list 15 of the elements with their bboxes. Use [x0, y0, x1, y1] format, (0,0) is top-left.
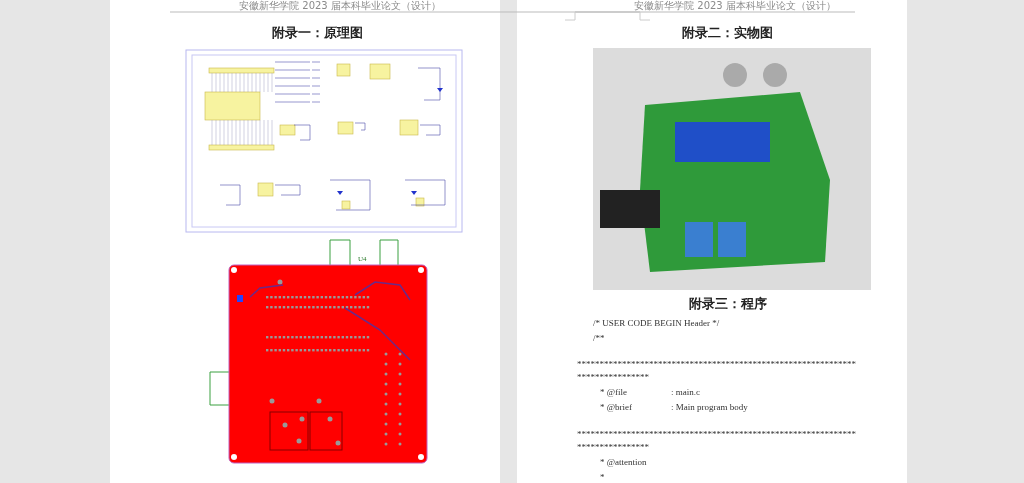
- code-line: /* USER CODE BEGIN Header */: [593, 318, 720, 328]
- code-line: /**: [593, 333, 605, 343]
- section-heading: 附录一：原理图: [271, 24, 363, 42]
- code-line: ******************************************************************************: [577, 428, 857, 454]
- code-line: * @brief: [600, 402, 633, 412]
- code-line: * @attention: [600, 457, 647, 467]
- section-heading: 附录二：实物图: [681, 24, 773, 42]
- code-line: * @file: [600, 387, 628, 397]
- section-heading: 附录三：程序: [689, 295, 767, 313]
- code-line: *: [600, 472, 605, 482]
- page-header: 安徽新华学院 2023 届本科毕业论文（设计）: [239, 0, 441, 11]
- code-line: : Main program body: [671, 402, 748, 412]
- code-line: : main.c: [671, 387, 700, 397]
- page-header: 安徽新华学院 2023 届本科毕业论文（设计）: [634, 0, 836, 11]
- code-line: ******************************************************************************: [577, 358, 857, 384]
